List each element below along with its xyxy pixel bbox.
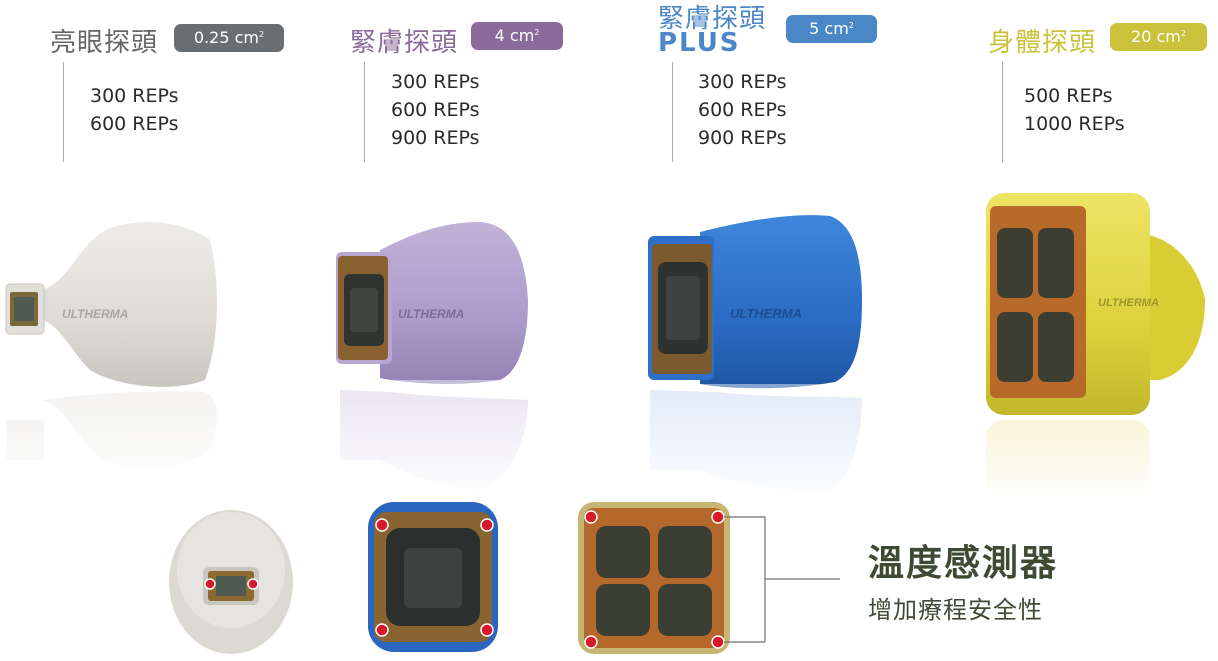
callout-title: 溫度感測器 — [868, 542, 1059, 584]
probe-2-rep: 300 REPs — [391, 71, 480, 93]
probe-3-rep: 300 REPs — [698, 71, 787, 93]
closeup-1-image — [169, 510, 293, 654]
sensor-dot — [375, 623, 389, 637]
probe-1-area-badge: 0.25 cm2 — [174, 24, 284, 52]
probe-4-title: 身體探頭 — [988, 28, 1097, 58]
probe-3-brand: ULTHERMA — [730, 306, 802, 321]
probe-4-image: ULTHERMA — [980, 193, 1210, 505]
closeup-2-image — [368, 502, 498, 652]
probe-2-area-badge: 4 cm2 — [471, 22, 563, 50]
probe-2-reps: 300 REPs 600 REPs 900 REPs — [391, 68, 480, 152]
sensor-dot — [480, 518, 494, 532]
probe-3-reps: 300 REPs 600 REPs 900 REPs — [698, 68, 787, 152]
probe-3-title: 緊膚探頭 — [658, 4, 767, 34]
probe-2-image: ULTHERMA — [330, 222, 540, 500]
probe-3-image: ULTHERMA — [640, 215, 870, 504]
probe-4-rep: 1000 REPs — [1024, 113, 1125, 135]
callout-subtitle: 增加療程安全性 — [868, 596, 1043, 624]
probe-4-reps: 500 REPs 1000 REPs — [1024, 82, 1125, 138]
probe-1-brand: ULTHERMA — [62, 307, 128, 321]
probe-1-image: ULTHERMA — [0, 221, 230, 500]
sensor-dot — [584, 510, 598, 524]
probe-2-title: 緊膚探頭 — [350, 28, 459, 58]
closeup-3-image — [578, 502, 730, 654]
sensor-dot — [711, 510, 725, 524]
sensor-dot — [204, 578, 216, 590]
callout-bracket — [724, 516, 840, 643]
probe-3-rep: 900 REPs — [698, 127, 787, 149]
probe-2-rep: 900 REPs — [391, 127, 480, 149]
sensor-dot — [247, 578, 259, 590]
probe-2-rep: 600 REPs — [391, 99, 480, 121]
sensor-dot — [711, 635, 725, 649]
probe-1-rep: 300 REPs — [90, 85, 179, 107]
probe-4-brand: ULTHERMA — [1098, 297, 1159, 309]
sensor-dot — [584, 635, 598, 649]
probe-1-reps: 300 REPs 600 REPs — [90, 82, 179, 138]
sensor-dot — [480, 623, 494, 637]
probe-2-brand: ULTHERMA — [398, 307, 464, 321]
probe-3-title-plus: PLUS — [658, 28, 741, 58]
probe-4-rep: 500 REPs — [1024, 85, 1113, 107]
probe-4-area-badge: 20 cm2 — [1110, 23, 1207, 51]
sensor-dot — [375, 518, 389, 532]
probe-1-title: 亮眼探頭 — [50, 28, 159, 58]
probe-3-area-badge: 5 cm2 — [786, 15, 877, 43]
probe-2-divider — [364, 62, 365, 162]
probe-1-divider — [63, 62, 64, 162]
probe-3-rep: 600 REPs — [698, 99, 787, 121]
probe-3-divider — [672, 62, 673, 162]
probe-1-rep: 600 REPs — [90, 113, 179, 135]
probe-4-divider — [1002, 62, 1003, 162]
